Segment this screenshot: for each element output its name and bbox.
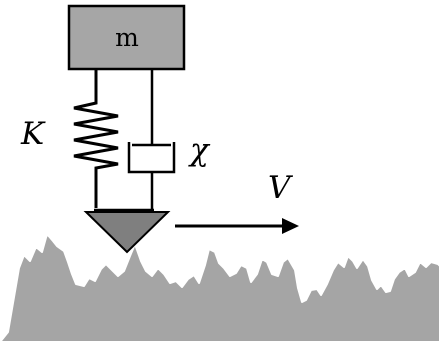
damper [127,69,176,210]
spring [73,69,119,208]
velocity-label: V [268,170,294,206]
spring-constant-label: K [20,116,46,152]
probe-tip [83,211,171,254]
mass-block [67,4,186,71]
damping-coefficient-label: χ [188,132,211,168]
rough-surface [0,233,440,342]
velocity-arrow-head [282,218,299,234]
mass-label: m [115,23,139,52]
